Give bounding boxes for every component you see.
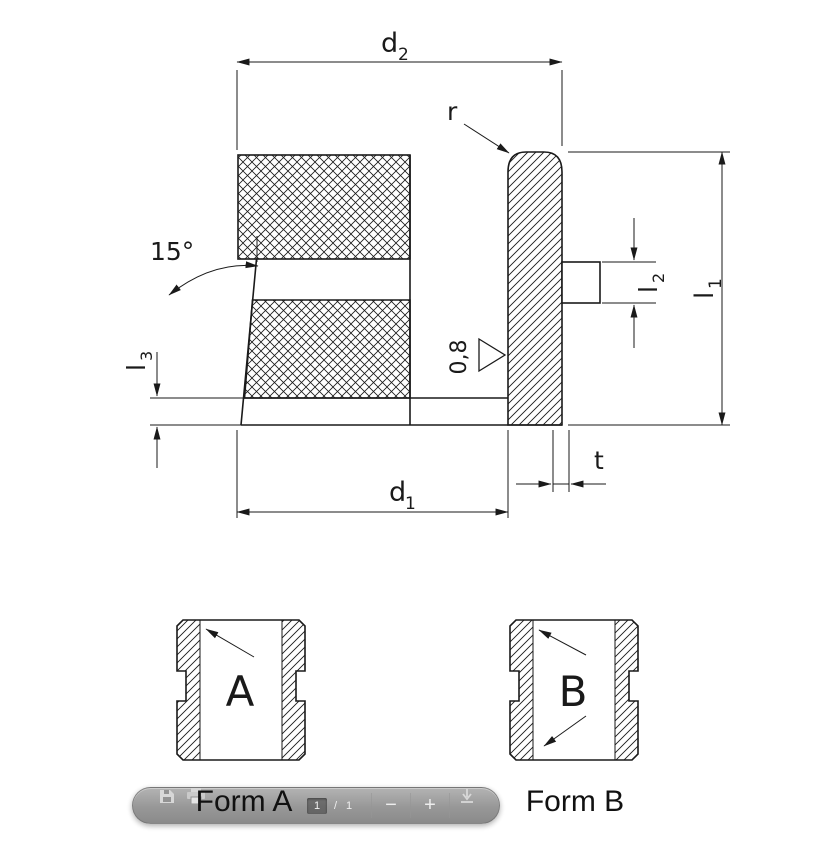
dimensions: d 2 r 15° l 3: [122, 28, 730, 518]
form-a-arrow: [205, 628, 255, 658]
form-b-arrow-bottom: [543, 715, 587, 747]
dim-d2: d 2: [236, 28, 563, 150]
main-section-view: [237, 151, 601, 426]
zoom-in-button[interactable]: +: [424, 794, 436, 816]
download-button[interactable]: [459, 788, 483, 823]
save-icon: [160, 790, 174, 803]
form-a-knurl-band-right: [282, 620, 305, 760]
page-number-input[interactable]: 1: [307, 798, 327, 814]
toolbar-separator: [410, 793, 411, 818]
angle-label: 15°: [150, 237, 194, 266]
l3-label-sub: 3: [137, 351, 156, 361]
flange-section: [507, 151, 563, 426]
form-a-letter: A: [226, 667, 255, 716]
l2-label-sub: 2: [649, 273, 668, 283]
roughness-symbol: 0,8: [447, 337, 507, 375]
toolbar-separator: [449, 793, 450, 818]
pdf-toolbar: 1 / 1 − +: [132, 787, 500, 824]
dim-l3: l 3: [122, 351, 244, 468]
d1-label-sub: 1: [405, 494, 416, 514]
save-button[interactable]: [159, 788, 183, 823]
print-button[interactable]: [187, 788, 211, 823]
form-b-letter: B: [559, 667, 588, 716]
knurl-upper: [237, 154, 411, 260]
dim-l2: l 2: [602, 218, 668, 348]
dim-l1: l 1: [568, 151, 730, 426]
form-b-view: B: [509, 619, 639, 761]
d2-label-sub: 2: [398, 45, 409, 65]
toolbar-separator: [371, 793, 372, 818]
print-icon: [187, 788, 205, 804]
form-b-arrow-top: [538, 629, 587, 656]
dim-t: t: [516, 430, 606, 492]
r-label: r: [447, 97, 458, 126]
page-total: 1: [346, 799, 353, 812]
form-b-caption: Form B: [525, 785, 625, 818]
form-a-view: A: [176, 619, 306, 761]
dim-angle: 15°: [150, 237, 259, 296]
form-a-caption: Form A: [195, 785, 293, 818]
form-b-knurl-band-right: [615, 620, 638, 760]
download-icon: [461, 789, 473, 803]
roughness-label: 0,8: [447, 340, 472, 375]
page-divider: /: [334, 799, 338, 812]
dim-r: r: [447, 97, 510, 154]
form-b-knurl-band-left: [510, 620, 533, 760]
rib-profile: [561, 261, 601, 304]
zoom-out-button[interactable]: −: [385, 794, 397, 816]
l3-label: l: [122, 364, 151, 371]
d1-label: d: [389, 477, 406, 508]
l1-label-sub: 1: [706, 278, 726, 289]
t-label: t: [594, 446, 604, 475]
l1-label: l: [690, 292, 720, 299]
l2-label: l: [634, 286, 663, 293]
d2-label: d: [381, 28, 398, 59]
dim-d1: d 1: [236, 430, 509, 518]
form-a-knurl-band-left: [177, 620, 200, 760]
knurl-lower: [243, 299, 411, 399]
